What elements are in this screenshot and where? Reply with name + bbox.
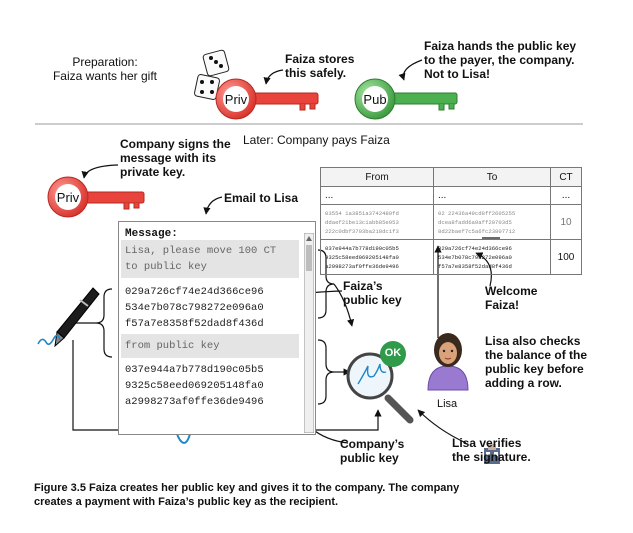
preparation-line2: Faiza wants her gift	[52, 69, 158, 83]
email-message-block	[121, 240, 299, 278]
table-header-from: From	[320, 167, 434, 187]
table-row: 037e944a7b778d190c05b5 9325c58eed0692051…	[320, 239, 582, 275]
lisa-checks-line2: the balance of the	[485, 348, 588, 362]
email-key2-line3: a2998273af0ffe36de9496	[125, 396, 264, 408]
table-cell: 03554 1a3851a3742489fd ddaef21be13c1abb8…	[320, 204, 434, 240]
company-signs-note: Company signs the message with its priva…	[120, 137, 231, 179]
table-cell: 10	[550, 204, 582, 240]
priv-key-left-label: Priv	[56, 190, 80, 205]
lisa-checks-line4: adding a row.	[485, 376, 562, 390]
pen-icon	[54, 287, 100, 348]
lisa-avatar-icon	[427, 333, 469, 391]
caption-line1: Figure 3.5 Faiza creates her public key …	[34, 482, 460, 494]
table-cell: ...	[320, 186, 434, 205]
pub-key-label: Pub	[363, 92, 387, 107]
email-line1: Lisa, please move 100 CT	[125, 245, 277, 257]
company-signs-line1: Company signs the	[120, 137, 231, 151]
email-header: Message:	[125, 228, 178, 240]
table-header-ct: CT	[550, 167, 582, 187]
lisa-name-label: Lisa	[437, 398, 458, 410]
table-cell: ...	[432, 186, 552, 205]
arrow	[398, 59, 423, 81]
faiza-stores-line2: this safely.	[285, 66, 347, 80]
welcome-line1: Welcome	[485, 284, 538, 298]
email-key1-line1: 029a726cf74e24d366ce96	[125, 286, 264, 298]
table-header-to: To	[432, 167, 552, 187]
brace	[317, 339, 335, 405]
lisa-verifies-note: Lisa verifies the signature.	[452, 436, 531, 464]
arrow	[203, 196, 223, 215]
preparation-label: Preparation: Faiza wants her gift	[40, 55, 170, 83]
email-line2: to public key	[125, 261, 207, 273]
arrow	[417, 409, 467, 444]
signature-icon	[37, 334, 61, 346]
preparation-line1: Preparation:	[72, 55, 138, 69]
email-key1-line2: 534e7b078c798272e096a0	[125, 302, 264, 314]
lisa-verifies-line2: the signature.	[452, 450, 531, 464]
table-cell: 037e944a7b778d190c05b5 9325c58eed0692051…	[320, 239, 434, 275]
company-signs-line2: message with its	[120, 151, 217, 165]
faiza-stores-note: Faiza stores this safely.	[285, 52, 354, 80]
arrow	[263, 69, 284, 85]
email-key2-line1: 037e944a7b778d190c05b5	[125, 364, 264, 376]
email-from-line: from public key	[125, 340, 220, 352]
table-cell: 02 22436a49cd8ff2605255 dcea8fadd6a9aff2…	[432, 204, 552, 240]
company-signs-line3: private key.	[120, 165, 186, 179]
magnifier-icon	[346, 352, 414, 424]
arrow	[333, 283, 355, 327]
email-scrollbar[interactable]	[304, 233, 314, 433]
table-header-row: From To CT	[320, 167, 582, 187]
companys-key-line1: Company’s	[340, 437, 405, 451]
email-to-lisa-label: Email to Lisa	[224, 191, 299, 205]
priv-key-icon	[47, 176, 145, 218]
pixel-figure-icon	[484, 444, 500, 464]
ok-badge-icon	[380, 341, 406, 367]
priv-key-icon	[215, 78, 319, 120]
faiza-hands-note: Faiza hands the public key to the payer,…	[424, 39, 576, 81]
ledger-table: From To CT ... ... ... 03554 1a3851a3742…	[320, 167, 582, 275]
companys-key-label: Company’s public key	[340, 437, 404, 465]
lisa-verifies-line1: Lisa verifies	[452, 436, 522, 450]
email-from-block	[121, 334, 299, 358]
table-cell: ...	[550, 186, 582, 205]
priv-key-label: Priv	[224, 92, 248, 107]
email-window: Message: Lisa, please move 100 CT to pub…	[118, 221, 316, 435]
faizas-key-line1: Faiza’s	[343, 279, 383, 293]
faizas-key-line2: public key	[343, 293, 402, 307]
brace	[95, 288, 113, 358]
lisa-checks-line3: public key before	[485, 362, 584, 376]
later-label: Later: Company pays Faiza	[243, 133, 390, 147]
welcome-line2: Faiza!	[485, 298, 520, 312]
email-key1-line3: f57a7e8358f52dad8f436d	[125, 318, 264, 330]
companys-key-line2: public key	[340, 451, 399, 465]
table-cell: 029a726cf74e24d366ce96 534e7b078c798272e…	[432, 239, 552, 275]
table-row: ... ... ...	[320, 186, 582, 205]
faiza-hands-line3: Not to Lisa!	[424, 67, 490, 81]
table-cell: 100	[550, 239, 582, 275]
table-row: 03554 1a3851a3742489fd ddaef21be13c1abb8…	[320, 204, 582, 240]
faiza-stores-line1: Faiza stores	[285, 52, 355, 66]
faiza-hands-line1: Faiza hands the public key	[424, 39, 577, 53]
ok-badge-label: OK	[384, 347, 402, 359]
figure-caption: Figure 3.5 Faiza creates her public key …	[34, 481, 594, 509]
faiza-hands-line2: to the payer, the company.	[424, 53, 575, 67]
dice-icon	[194, 49, 230, 100]
welcome-note: Welcome Faiza!	[485, 284, 537, 312]
email-key2-line2: 9325c58eed069205148fa0	[125, 380, 264, 392]
lisa-checks-note: Lisa also checks the balance of the publ…	[485, 334, 587, 390]
arrow	[81, 164, 119, 179]
caption-line2: creates a payment with Faiza’s public ke…	[34, 496, 339, 508]
faizas-key-label: Faiza’s public key	[343, 279, 402, 307]
lisa-checks-line1: Lisa also checks	[485, 334, 581, 348]
pub-key-icon	[354, 78, 458, 120]
